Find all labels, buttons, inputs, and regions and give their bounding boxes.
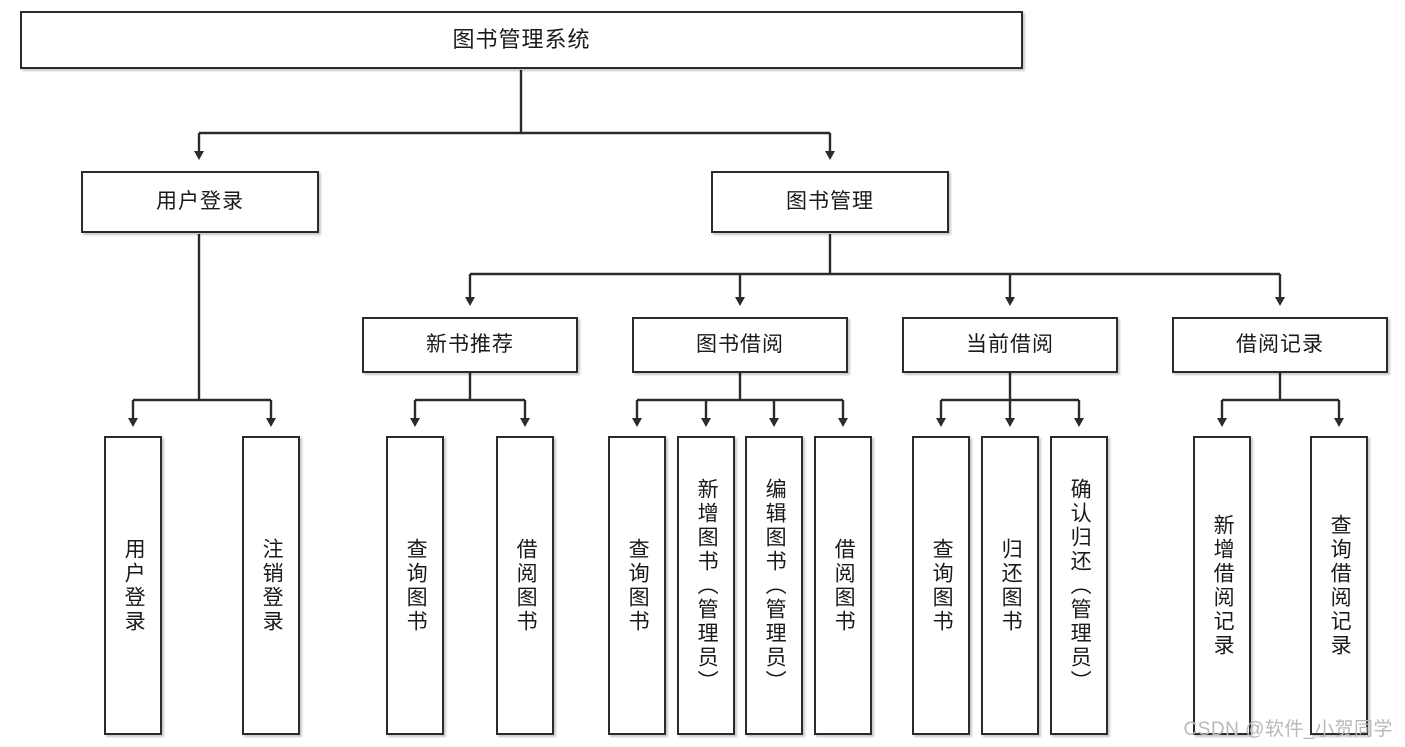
node-label: 图书管理系统 xyxy=(452,27,591,53)
node-borrow-record[interactable]: 借阅记录 xyxy=(1172,317,1388,373)
node-label: 新增借阅记录 xyxy=(1211,513,1235,658)
node-current-borrow[interactable]: 当前借阅 xyxy=(902,317,1118,373)
leaf-add-borrow-record[interactable]: 新增借阅记录 xyxy=(1193,436,1251,735)
leaf-user-login[interactable]: 用户登录 xyxy=(104,436,162,735)
node-label: 查询借阅记录 xyxy=(1328,513,1352,658)
node-book-management[interactable]: 图书管理 xyxy=(711,171,949,233)
node-book-borrow[interactable]: 图书借阅 xyxy=(632,317,848,373)
node-label: 注销登录 xyxy=(260,537,284,634)
node-label: 确认归还（管理员） xyxy=(1068,477,1092,694)
node-label: 查询图书 xyxy=(626,537,650,634)
node-label: 查询图书 xyxy=(404,537,428,634)
leaf-query-book-borrow[interactable]: 查询图书 xyxy=(608,436,666,735)
leaf-logout[interactable]: 注销登录 xyxy=(242,436,300,735)
node-label: 查询图书 xyxy=(930,537,954,634)
leaf-confirm-return-admin[interactable]: 确认归还（管理员） xyxy=(1050,436,1108,735)
node-label: 借阅记录 xyxy=(1236,332,1324,356)
leaf-borrow-book[interactable]: 借阅图书 xyxy=(814,436,872,735)
leaf-edit-book-admin[interactable]: 编辑图书（管理员） xyxy=(745,436,803,735)
node-root-system[interactable]: 图书管理系统 xyxy=(20,11,1023,69)
leaf-add-book-admin[interactable]: 新增图书（管理员） xyxy=(677,436,735,735)
node-label: 新增图书（管理员） xyxy=(695,477,719,694)
node-label: 用户登录 xyxy=(156,189,244,213)
leaf-query-book-current[interactable]: 查询图书 xyxy=(912,436,970,735)
node-label: 用户登录 xyxy=(122,537,146,634)
node-label: 图书管理 xyxy=(786,189,874,213)
node-label: 新书推荐 xyxy=(426,332,514,356)
leaf-return-book[interactable]: 归还图书 xyxy=(981,436,1039,735)
node-label: 借阅图书 xyxy=(832,537,856,634)
node-user-login[interactable]: 用户登录 xyxy=(81,171,319,233)
node-new-book-recommend[interactable]: 新书推荐 xyxy=(362,317,578,373)
node-label: 归还图书 xyxy=(999,537,1023,634)
node-label: 编辑图书（管理员） xyxy=(763,477,787,694)
leaf-query-borrow-record[interactable]: 查询借阅记录 xyxy=(1310,436,1368,735)
leaf-query-book-newbook[interactable]: 查询图书 xyxy=(386,436,444,735)
node-label: 当前借阅 xyxy=(966,332,1054,356)
node-label: 图书借阅 xyxy=(696,332,784,356)
leaf-borrow-book-newbook[interactable]: 借阅图书 xyxy=(496,436,554,735)
node-label: 借阅图书 xyxy=(514,537,538,634)
